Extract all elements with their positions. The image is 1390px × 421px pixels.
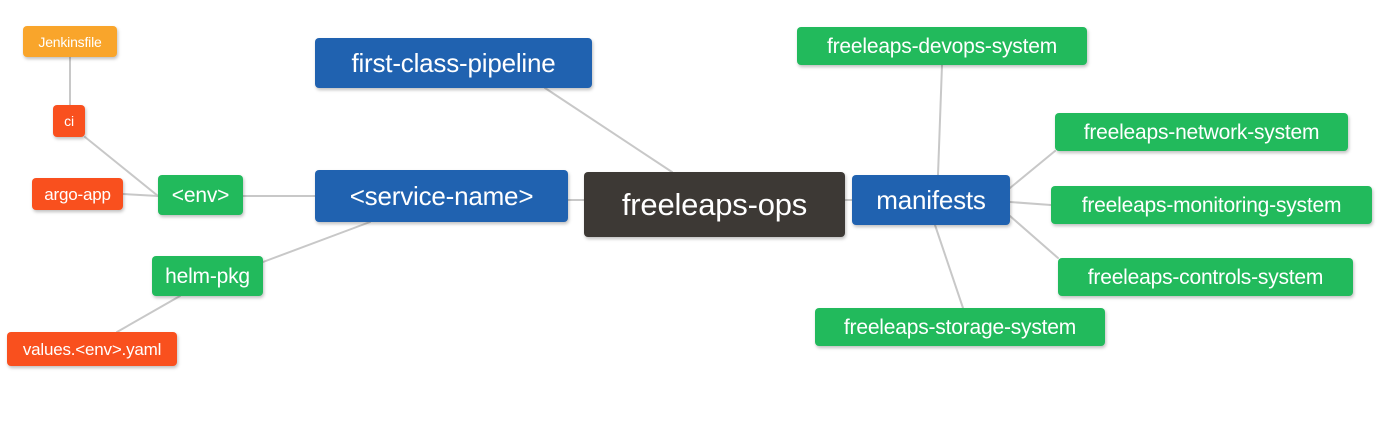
edge-pipeline-to-root xyxy=(544,87,673,173)
node-network[interactable]: freeleaps-network-system xyxy=(1055,113,1348,151)
edge-values-yaml-to-helm-pkg xyxy=(116,295,181,333)
node-storage[interactable]: freeleaps-storage-system xyxy=(815,308,1105,346)
edge-manifests-to-devops xyxy=(937,64,943,176)
node-values-yaml[interactable]: values.<env>.yaml xyxy=(7,332,177,366)
node-controls[interactable]: freeleaps-controls-system xyxy=(1058,258,1353,296)
node-helm-pkg[interactable]: helm-pkg xyxy=(152,256,263,296)
node-devops[interactable]: freeleaps-devops-system xyxy=(797,27,1087,65)
node-monitoring[interactable]: freeleaps-monitoring-system xyxy=(1051,186,1372,224)
edge-manifests-to-network xyxy=(1009,150,1056,189)
edge-manifests-to-monitoring xyxy=(1009,201,1052,206)
node-env[interactable]: <env> xyxy=(158,175,243,215)
edge-argo-app-to-env xyxy=(122,193,159,197)
node-service-name[interactable]: <service-name> xyxy=(315,170,568,222)
node-manifests[interactable]: manifests xyxy=(852,175,1010,225)
node-ci[interactable]: ci xyxy=(53,105,85,137)
node-argo-app[interactable]: argo-app xyxy=(32,178,123,210)
node-pipeline[interactable]: first-class-pipeline xyxy=(315,38,592,88)
edge-manifests-to-storage xyxy=(934,224,964,309)
edge-helm-pkg-to-service-name xyxy=(262,221,371,263)
node-jenkinsfile[interactable]: Jenkinsfile xyxy=(23,26,117,57)
node-root[interactable]: freeleaps-ops xyxy=(584,172,845,237)
